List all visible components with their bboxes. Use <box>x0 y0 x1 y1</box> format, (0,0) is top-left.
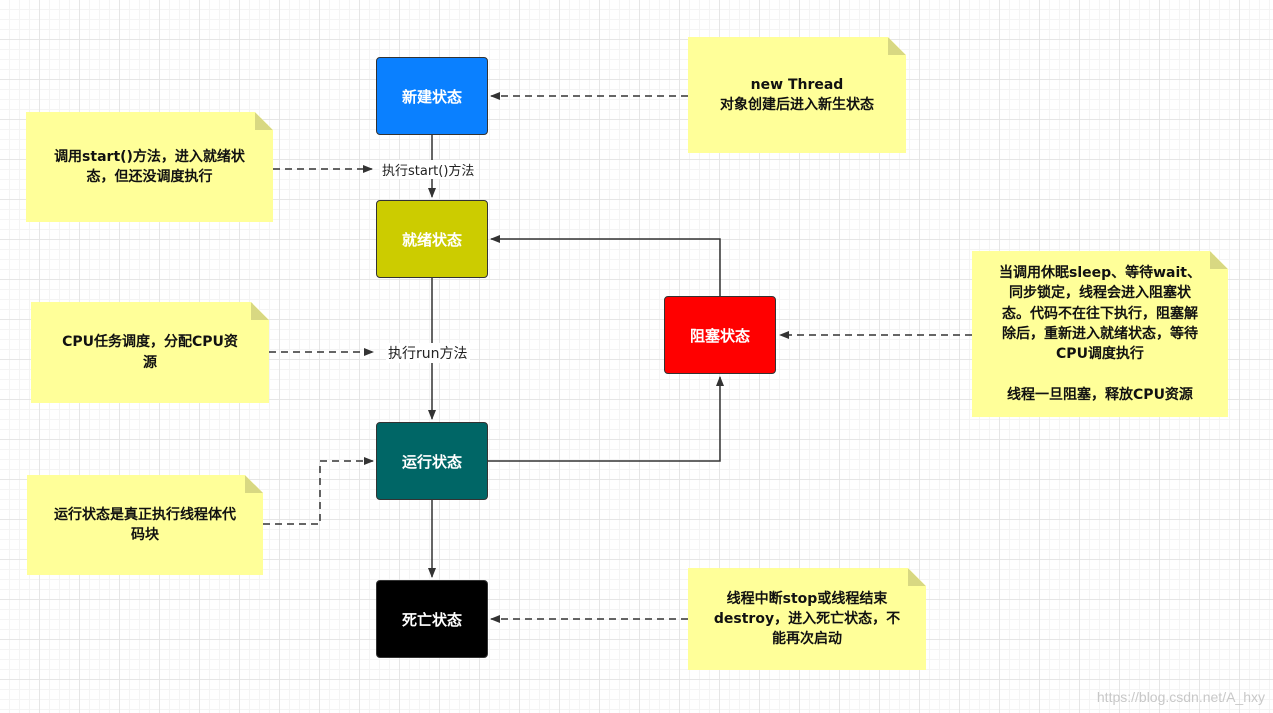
state-new: 新建状态 <box>376 57 488 135</box>
note-new-thread: new Thread 对象创建后进入新生状态 <box>688 37 906 153</box>
note-new-text: new Thread 对象创建后进入新生状态 <box>720 76 874 113</box>
note-running-text: 运行状态是真正执行线程体代 码块 <box>54 506 236 543</box>
edge-label-start: 执行start()方法 <box>380 160 477 179</box>
state-blocked-label: 阻塞状态 <box>689 326 750 345</box>
note-start-text: 调用start()方法，进入就绪状 态，但还没调度执行 <box>54 148 245 185</box>
edge-running-to-blocked <box>488 376 724 462</box>
note-dead-state: 线程中断stop或线程结束 destroy，进入死亡状态，不 能再次启动 <box>688 568 926 670</box>
note-cpu-scheduling: CPU任务调度，分配CPU资 源 <box>31 302 269 403</box>
note-blocked-state: 当调用休眠sleep、等待wait、 同步锁定，线程会进入阻塞状 态。代码不在往… <box>972 251 1228 417</box>
state-dead: 死亡状态 <box>376 580 488 658</box>
watermark: https://blog.csdn.net/A_hxy <box>1096 689 1265 705</box>
state-running: 运行状态 <box>376 422 488 500</box>
state-running-label: 运行状态 <box>401 452 462 471</box>
note-dead-text: 线程中断stop或线程结束 destroy，进入死亡状态，不 能再次启动 <box>713 590 901 648</box>
edge-label-run: 执行run方法 <box>386 343 470 363</box>
state-dead-label: 死亡状态 <box>401 610 462 629</box>
note-cpu-text: CPU任务调度，分配CPU资 源 <box>62 334 238 371</box>
note-link-running <box>263 457 374 525</box>
state-blocked: 阻塞状态 <box>664 296 776 374</box>
note-blocked-text: 当调用休眠sleep、等待wait、 同步锁定，线程会进入阻塞状 态。代码不在往… <box>998 264 1201 403</box>
edge-blocked-to-ready <box>490 235 721 296</box>
note-start-method: 调用start()方法，进入就绪状 态，但还没调度执行 <box>26 112 273 222</box>
state-ready: 就绪状态 <box>376 200 488 278</box>
note-running-state: 运行状态是真正执行线程体代 码块 <box>27 475 263 575</box>
state-new-label: 新建状态 <box>401 87 462 106</box>
state-ready-label: 就绪状态 <box>401 230 462 249</box>
